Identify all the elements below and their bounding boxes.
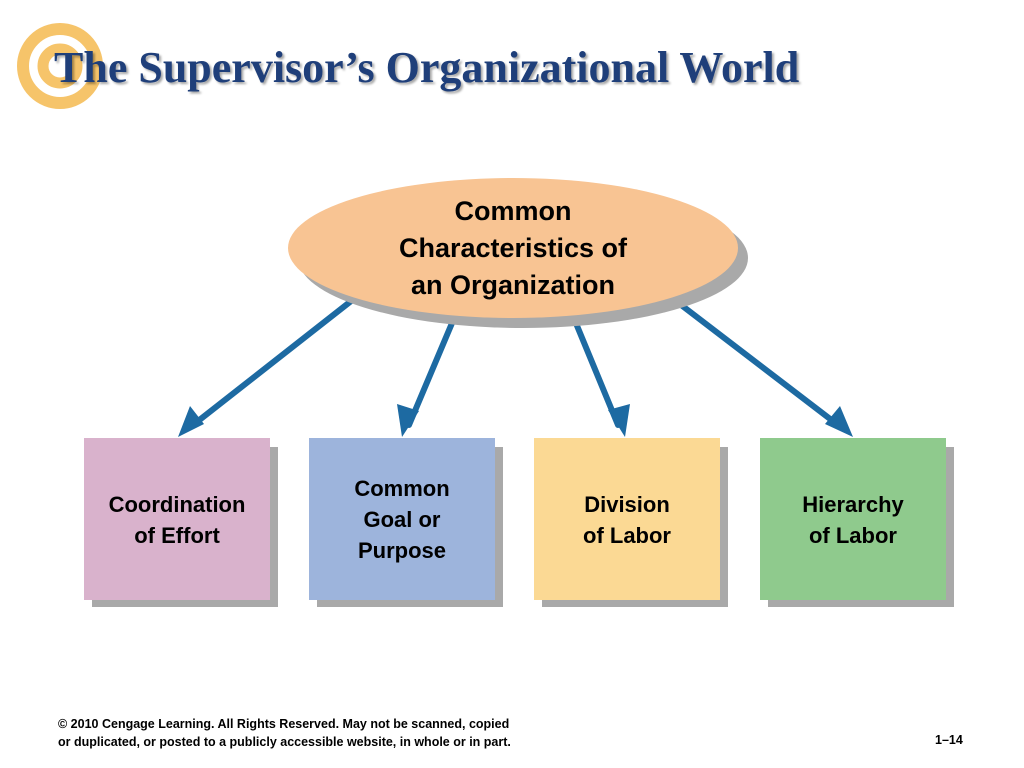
copyright-notice: © 2010 Cengage Learning. All Rights Rese… bbox=[58, 715, 511, 751]
box-common-goal-or-purpose: Common Goal or Purpose bbox=[309, 438, 495, 600]
box-label-line1: Common bbox=[354, 476, 450, 501]
box-label-line2: of Labor bbox=[808, 523, 897, 548]
box-label-line2: Goal or bbox=[363, 507, 441, 532]
box-coordination-of-effort: Coordination of Effort bbox=[84, 438, 270, 600]
center-node-line1: Common bbox=[454, 195, 572, 226]
box-label-line2: of Labor bbox=[583, 523, 671, 548]
arrowhead-common-goal bbox=[397, 404, 419, 437]
slide-title: The Supervisor’s Organizational World bbox=[54, 43, 800, 92]
arrowhead-coordination bbox=[178, 406, 204, 437]
arrow-to-common-goal bbox=[406, 313, 458, 428]
box-label-line2: of Effort bbox=[134, 523, 220, 548]
box-label-line1: Division bbox=[584, 492, 670, 517]
arrow-to-hierarchy bbox=[669, 295, 841, 428]
arrowhead-division bbox=[608, 404, 630, 437]
box-label-line1: Coordination bbox=[108, 492, 246, 517]
box-label-line1: Hierarchy bbox=[802, 492, 904, 517]
center-node: Common Characteristics of an Organizatio… bbox=[288, 178, 738, 318]
box-label-line3: Purpose bbox=[357, 538, 446, 563]
arrowhead-hierarchy bbox=[825, 406, 853, 437]
logo-ring-icon bbox=[17, 23, 103, 109]
center-node-line2: Characteristics of bbox=[398, 232, 628, 263]
page-number: 1–14 bbox=[935, 733, 963, 747]
arrow-to-division bbox=[570, 313, 621, 428]
copyright-line2: or duplicated, or posted to a publicly a… bbox=[58, 735, 511, 749]
copyright-line1: © 2010 Cengage Learning. All Rights Rese… bbox=[58, 717, 510, 731]
center-node-line3: an Organization bbox=[410, 269, 616, 300]
box-division-of-labor: Division of Labor bbox=[534, 438, 720, 600]
box-hierarchy-of-labor: Hierarchy of Labor bbox=[760, 438, 946, 600]
arrow-to-coordination bbox=[190, 295, 358, 428]
